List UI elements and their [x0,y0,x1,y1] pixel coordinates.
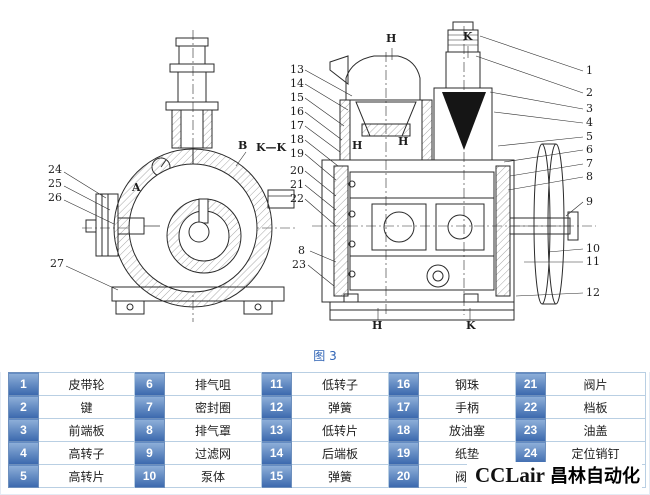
part-name-cell: 钢珠 [418,372,516,396]
part-name-cell: 后端板 [291,441,389,465]
callout-label: 19 [290,147,304,160]
callout-label: 15 [290,91,304,104]
callout-label: 23 [292,258,306,271]
part-number-cell: 14 [261,441,292,465]
part-number-cell: 13 [261,418,292,442]
callout-label: 14 [290,77,304,90]
part-number-cell: 11 [261,372,292,396]
part-number-cell: 2 [8,395,39,419]
part-name-cell: 泵体 [164,464,262,488]
callout-label: 17 [290,119,304,132]
section-letter: H [372,319,383,332]
callout-label: 13 [290,63,304,76]
part-number-cell: 22 [515,395,546,419]
callout-label: 16 [290,105,304,118]
part-number-cell: 4 [8,441,39,465]
part-number-cell: 5 [8,464,39,488]
part-number-cell: 1 [8,372,39,396]
watermark-latin: CCLair [475,462,545,487]
part-number-cell: 16 [388,372,419,396]
section-letter: B [238,139,248,152]
part-name-cell: 皮带轮 [38,372,135,396]
callout-label: 11 [586,255,600,268]
callout-label: 4 [586,116,593,129]
callout-label: 8 [298,244,305,257]
section-letter: K [463,30,473,43]
callout-label: 8 [586,170,593,183]
part-name-cell: 低转子 [291,372,389,396]
part-number-cell: 3 [8,418,39,442]
callout-label: 26 [48,191,62,204]
section-letter: A [132,181,141,194]
watermark: CCLair 昌林自动化 [467,462,642,488]
part-name-cell: 过滤网 [164,441,262,465]
callout-label: 21 [290,178,304,191]
callout-label: 6 [586,143,593,156]
part-name-cell: 手柄 [418,395,516,419]
callout-label: 27 [50,257,64,270]
section-letter: H [398,135,409,148]
part-number-cell: 10 [134,464,165,488]
callout-label: 3 [586,102,593,115]
part-name-cell: 高转片 [38,464,135,488]
pump-drawing [63,21,596,322]
callout-label: 25 [48,177,62,190]
part-name-cell: 排气咀 [164,372,262,396]
callout-label: 12 [586,286,600,299]
part-number-cell: 7 [134,395,165,419]
callout-label: 7 [586,157,593,170]
callout-label: 9 [586,195,593,208]
figure-caption: 图 3 [313,349,337,363]
part-number-cell: 9 [134,441,165,465]
callout-label: 22 [290,192,304,205]
part-number-cell: 20 [388,464,419,488]
section-letter: K [466,319,476,332]
section-letter: H [386,32,397,45]
part-name-cell: 纸垫 [418,441,516,465]
part-name-cell: 油盖 [545,418,646,442]
callout-label: 24 [48,163,62,176]
watermark-cjk: 昌林自动化 [550,466,640,487]
part-name-cell: 弹簧 [291,395,389,419]
section-letter: H [352,139,363,152]
callout-label: 18 [290,133,304,146]
section-label: K—K [256,141,287,154]
part-name-cell: 前端板 [38,418,135,442]
part-name-cell: 排气罩 [164,418,262,442]
part-name-cell: 密封圈 [164,395,262,419]
figure: 24 25 26 27 A B K—K 13 14 15 16 17 18 19… [48,21,600,363]
part-name-cell: 阀片 [545,372,646,396]
part-number-cell: 19 [388,441,419,465]
callout-label: 10 [586,242,600,255]
part-number-cell: 18 [388,418,419,442]
part-number-cell: 12 [261,395,292,419]
part-number-cell: 6 [134,372,165,396]
part-name-cell: 弹簧 [291,464,389,488]
part-number-cell: 21 [515,372,546,396]
part-number-cell: 23 [515,418,546,442]
part-number-cell: 8 [134,418,165,442]
part-number-cell: 15 [261,464,292,488]
part-name-cell: 低转片 [291,418,389,442]
part-name-cell: 档板 [545,395,646,419]
callout-label: 1 [586,64,593,77]
part-name-cell: 高转子 [38,441,135,465]
part-name-cell: 定位销钉 [545,441,646,465]
callout-label: 20 [290,164,304,177]
callout-label: 5 [586,130,593,143]
part-number-cell: 17 [388,395,419,419]
callout-label: 2 [586,86,593,99]
part-name-cell: 放油塞 [418,418,516,442]
part-name-cell: 键 [38,395,135,419]
